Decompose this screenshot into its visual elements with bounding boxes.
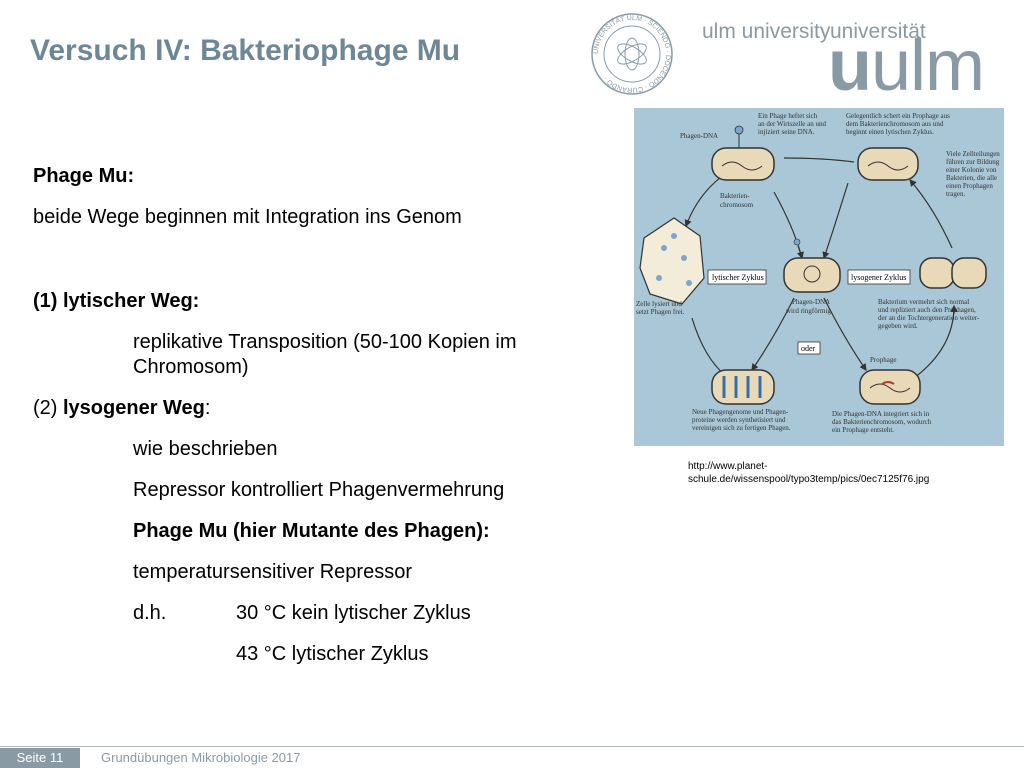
note-br-2: das Bakterienchromosom, wodurch: [832, 418, 932, 426]
note-l-1: Zelle lysiert und: [636, 300, 682, 308]
note-tr-1: Gelegentlich schert ein Prophage aus: [846, 112, 950, 120]
arrow-assembly-to-lysis: [691, 317, 727, 377]
note-top-1: Ein Phage heftet sich: [758, 112, 818, 120]
cell-lysis: [639, 217, 705, 305]
label-ring-2: wird ringförmig: [786, 307, 831, 315]
temp-30-text: 30 °C kein lytischer Zyklus: [236, 602, 471, 624]
phage-cycle-figure: lytischer Zyklus lysogener Zyklus oder P…: [634, 108, 1004, 446]
phage-cycle-diagram: lytischer Zyklus lysogener Zyklus oder P…: [636, 112, 1000, 434]
note-bl-3: vereinigen sich zu fertigen Phagen.: [692, 424, 791, 432]
label-chromosom: chromosom: [720, 201, 754, 209]
note-r-5: einen Prophagen: [946, 182, 993, 190]
logo-text-german: universität: [830, 20, 926, 43]
arrow-ring-to-prophage: [823, 297, 867, 371]
note-r-2: führen zur Bildung: [946, 158, 1000, 166]
figure-caption-line-1: http://www.planet-: [688, 461, 768, 472]
oder-box: [797, 341, 821, 355]
note-tr-2: dem Bakterienchromosom aus und: [846, 120, 944, 128]
oder-label: oder: [801, 344, 816, 353]
temp-43-text: 43 °C lytischer Zyklus: [236, 643, 429, 665]
lytic-cycle-label: lytischer Zyklus: [712, 273, 764, 282]
logo-text-english: ulm university: [702, 20, 831, 43]
arrow-prophage-to-division: [913, 304, 958, 379]
lysogenic-path-number: (2): [33, 397, 63, 419]
note-mr-1: Bakterium vermehrt sich normal: [878, 298, 969, 306]
dh-label: d.h.: [133, 602, 167, 624]
content-heading: Phage Mu:: [33, 165, 135, 187]
footer-divider: [0, 746, 1024, 747]
cell-injection: [711, 125, 775, 181]
cell-excision: [857, 147, 919, 181]
university-seal-icon: UNIVERSITÄT ULM · SCIENDO · DOCENDO · CU…: [591, 13, 673, 95]
note-l-2: setzt Phagen frei.: [636, 308, 685, 316]
label-phagen-dna: Phagen-DNA: [680, 132, 718, 140]
logo-wordmark-rest: ulm: [870, 26, 985, 106]
figure-caption-line-2: schule.de/wissenspool/typo3temp/pics/0ec…: [688, 474, 930, 485]
note-r-3: einer Kolonie von: [946, 166, 997, 174]
note-mr-2: und repliziert auch den Prophagen,: [878, 306, 976, 314]
seal-text: UNIVERSITÄT ULM · SCIENDO · DOCENDO · CU…: [593, 15, 671, 93]
note-br-1: Die Phagen-DNA integriert sich in: [832, 410, 930, 418]
cell-ring: [783, 238, 841, 293]
note-mr-3: der an die Tochtergeneration weiter-: [878, 314, 980, 322]
lytic-path-desc-2: Chromosom): [133, 356, 249, 378]
lytic-cycle-box: [707, 269, 767, 285]
note-br-3: ein Prophage entsteht.: [832, 426, 894, 434]
lytic-path-label: (1) lytischer Weg:: [33, 290, 200, 312]
note-tr-3: beginnt einen lytischen Zyklus.: [846, 128, 934, 136]
temp-sensitive-text: temperatursensitiver Repressor: [133, 561, 412, 583]
figure-caption: http://www.planet- schule.de/wissenspool…: [688, 460, 929, 486]
university-logo: UNIVERSITÄT ULM · SCIENDO · DOCENDO · CU…: [590, 8, 1010, 102]
logo-wordmark-bold: u: [828, 26, 872, 106]
lysogenic-path-colon: :: [204, 397, 211, 419]
lysogenic-path-desc: wie beschrieben: [133, 438, 278, 460]
arrow-inject-to-ring: [773, 191, 804, 260]
arrow-ring-to-assembly: [751, 297, 795, 371]
label-ring-1: Phagen-DNA: [792, 298, 830, 306]
cell-division: [919, 257, 987, 289]
note-r-4: Bakterien, die alle: [946, 174, 997, 182]
lytic-path-desc-1: replikative Transposition (50-100 Kopien…: [133, 331, 517, 353]
lysogenic-path-label: (2) lysogener Weg:: [33, 397, 210, 420]
mutant-text: Phage Mu (hier Mutante des Phagen):: [133, 520, 490, 542]
arrow-division-to-excision: [909, 179, 953, 249]
note-mr-4: gegeben wird.: [878, 322, 918, 330]
note-bl-1: Neue Phagengenome und Phagen-: [692, 408, 789, 416]
note-top-2: an der Wirtszelle an und: [758, 120, 827, 128]
cell-prophage: [859, 369, 921, 405]
lysogenic-cycle-label: lysogener Zyklus: [851, 273, 906, 282]
note-bl-2: proteine werden synthetisiert und: [692, 416, 786, 424]
arrow-excision-to-top: [783, 157, 855, 163]
lysogenic-path-name: lysogener Weg: [63, 397, 205, 419]
note-r-6: tragen.: [946, 190, 965, 198]
note-r-1: Viele Zellteilungen: [946, 150, 1000, 158]
lysogenic-cycle-box: [847, 269, 911, 285]
arrow-excision-to-ring: [822, 182, 849, 260]
repressor-text: Repressor kontrolliert Phagenvermehrung: [133, 479, 505, 501]
footer-course: Grundübungen Mikrobiologie 2017: [101, 750, 301, 765]
logo-wordmark: uulm: [828, 30, 985, 102]
content-intro: beide Wege beginnen mit Integration ins …: [33, 206, 462, 228]
slide-title: Versuch IV: Bakteriophage Mu: [30, 34, 461, 67]
page-number: Seite 11: [0, 748, 80, 768]
cell-assembly: [711, 369, 775, 405]
label-bakterien: Bakterien-: [720, 192, 750, 200]
label-prophage: Prophage: [870, 356, 896, 364]
note-top-3: injiziert seine DNA.: [758, 128, 815, 136]
